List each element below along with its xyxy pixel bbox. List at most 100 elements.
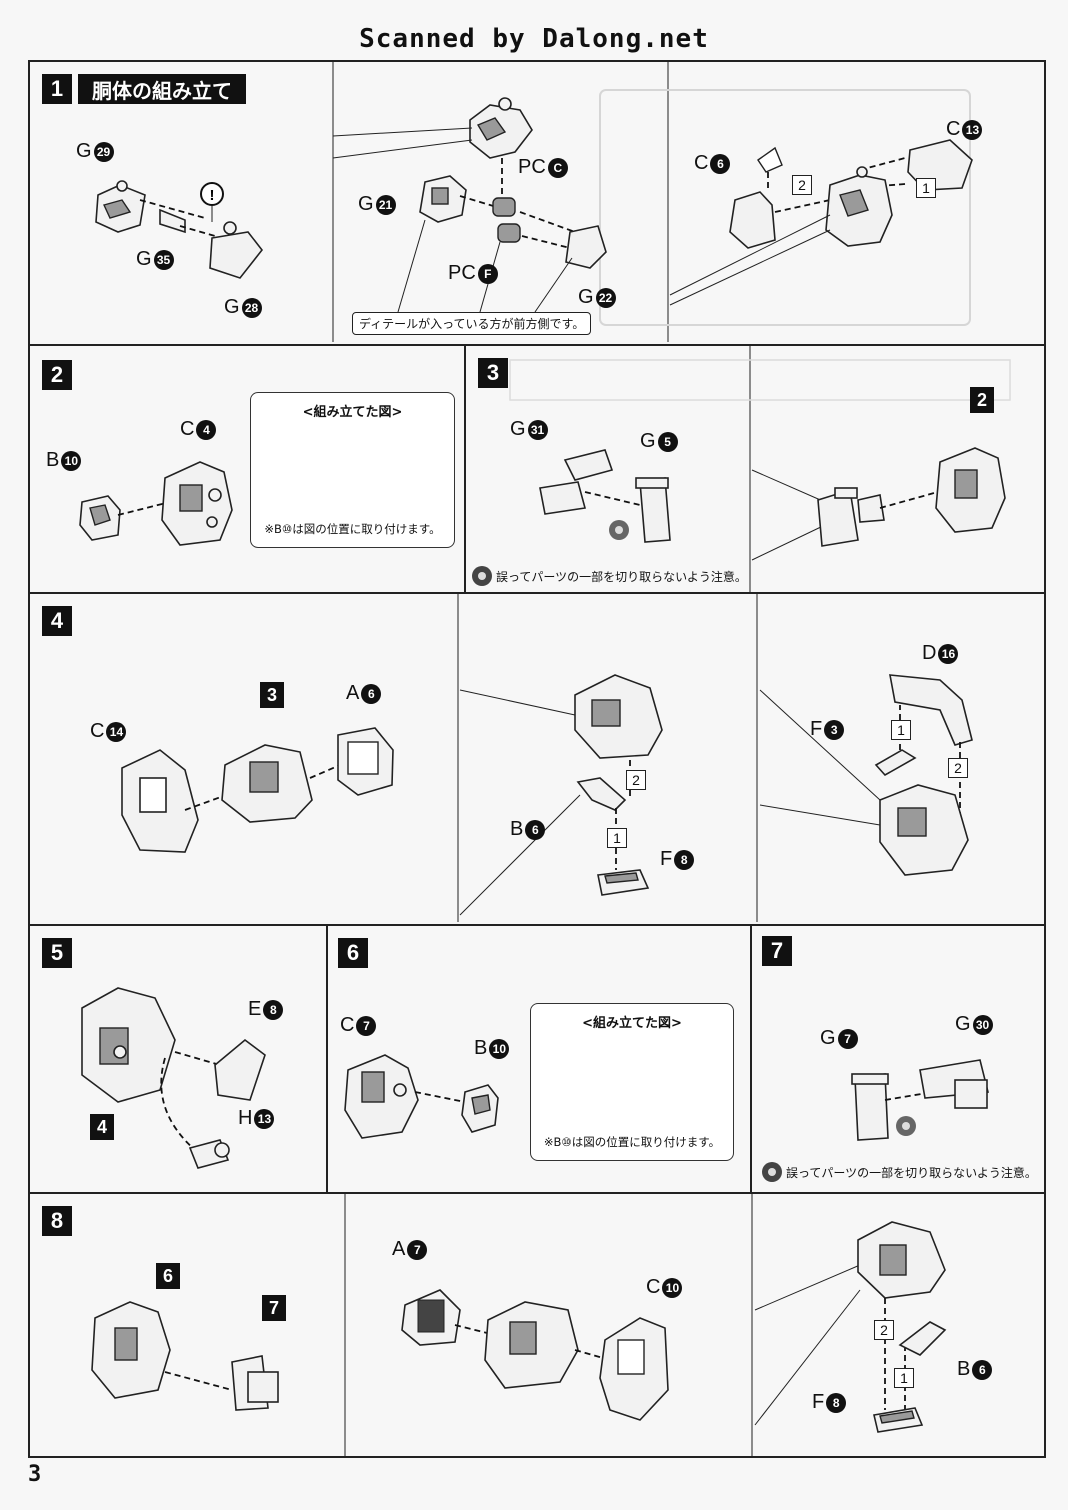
step7-part-g7 [851,1073,889,1141]
order-marker-2: 2 [626,770,646,790]
step1-part-g35 [159,208,186,234]
section-title: 胴体の組み立て [78,74,246,104]
step4-part-ref3 [221,744,313,823]
front-side-note: ディテールが入っている方が前方側です。 [352,312,592,335]
caution-icon [762,1162,782,1182]
cut-caution-note: 誤ってパーツの一部を切り取らないよう注意。 [472,566,747,586]
step1-part-g21 [419,175,467,223]
step4-part-c14 [121,749,199,853]
step2-part-c4 [161,461,233,546]
step8-part-c10 [599,1317,669,1421]
step3-part-ref-body [935,447,1006,533]
order-marker-1: 1 [607,828,627,848]
cut-caution-note: 誤ってパーツの一部を切り取らないよう注意。 [762,1162,1037,1182]
order-marker-1: 1 [894,1368,914,1388]
step1-part-upper-torso [469,97,533,159]
step-number-6: 6 [338,938,368,968]
step-number-7: 7 [762,936,792,966]
step-number-4: 4 [42,606,72,636]
step-number-1: 1 [42,74,72,104]
order-marker-2: 2 [874,1320,894,1340]
page-number: 3 [28,1462,42,1487]
ref-step-3: 3 [260,682,284,708]
step3-part-g5 [635,477,671,543]
step1-part-g22 [565,225,607,269]
step4-part-f3 [874,749,917,777]
step4-part-a6 [337,727,394,796]
order-marker-1: 1 [916,178,936,198]
step2-part-b10 [79,495,121,541]
step1-part-pcc [492,197,516,217]
step5-part-h13 [188,1139,230,1169]
step6-part-c7 [344,1054,419,1139]
step-number-8: 8 [42,1206,72,1236]
svg-text:!: ! [210,187,215,204]
step7-part-g30 [919,1059,990,1109]
step8-part-body-final [857,1221,946,1299]
assembled-view-title: <組み立てた図> [582,1016,682,1031]
assembled-view-caption: ※B⑩は図の位置に取り付けます。 [264,522,441,536]
step8-part-ref6 [91,1301,171,1399]
step4-part-d16 [889,674,973,746]
step3-cut-warning-icon [609,520,629,540]
assembled-view-box: <組み立てた図> ※B⑩は図の位置に取り付けます。 [250,392,455,548]
step4-part-body-mid [574,674,663,759]
step6-part-b10 [461,1084,499,1133]
step1-part-c13 [907,139,973,191]
order-marker-2: 2 [792,175,812,195]
step4-part-f8 [597,869,650,896]
ref-step-2: 2 [970,387,994,413]
step1-part-g29 [95,180,146,233]
ref-step-6: 6 [156,1263,180,1289]
step8-part-f8 [873,1407,924,1433]
step-number-2: 2 [42,360,72,390]
panel-step-8 [28,1192,1046,1458]
order-marker-2: 2 [948,758,968,778]
step4-part-body-final [879,784,969,876]
step4-part-b6 [576,777,627,811]
step8-part-ref7 [231,1355,279,1411]
step7-cut-warning-icon [896,1116,916,1136]
step5-part-e8 [214,1038,266,1101]
step1-part-body-assembled [825,166,893,247]
assembled-view-caption: ※B⑩は図の位置に取り付けます。 [543,1135,721,1149]
step1-part-c6 [729,191,776,249]
step5-part-ref4 [81,987,176,1103]
step1-part-g28 [209,221,264,279]
step3-part-g31 [539,449,614,515]
step1-hole-detail [757,146,783,173]
caution-icon [472,566,492,586]
scanned-watermark: Scanned by Dalong.net [359,24,709,54]
step-number-3: 3 [478,358,508,388]
assembled-view-title: <組み立てた図> [302,405,403,420]
step-number-5: 5 [42,938,72,968]
step8-part-body [484,1301,579,1389]
ref-step-4: 4 [90,1114,114,1140]
step3-part-combined [817,487,885,547]
